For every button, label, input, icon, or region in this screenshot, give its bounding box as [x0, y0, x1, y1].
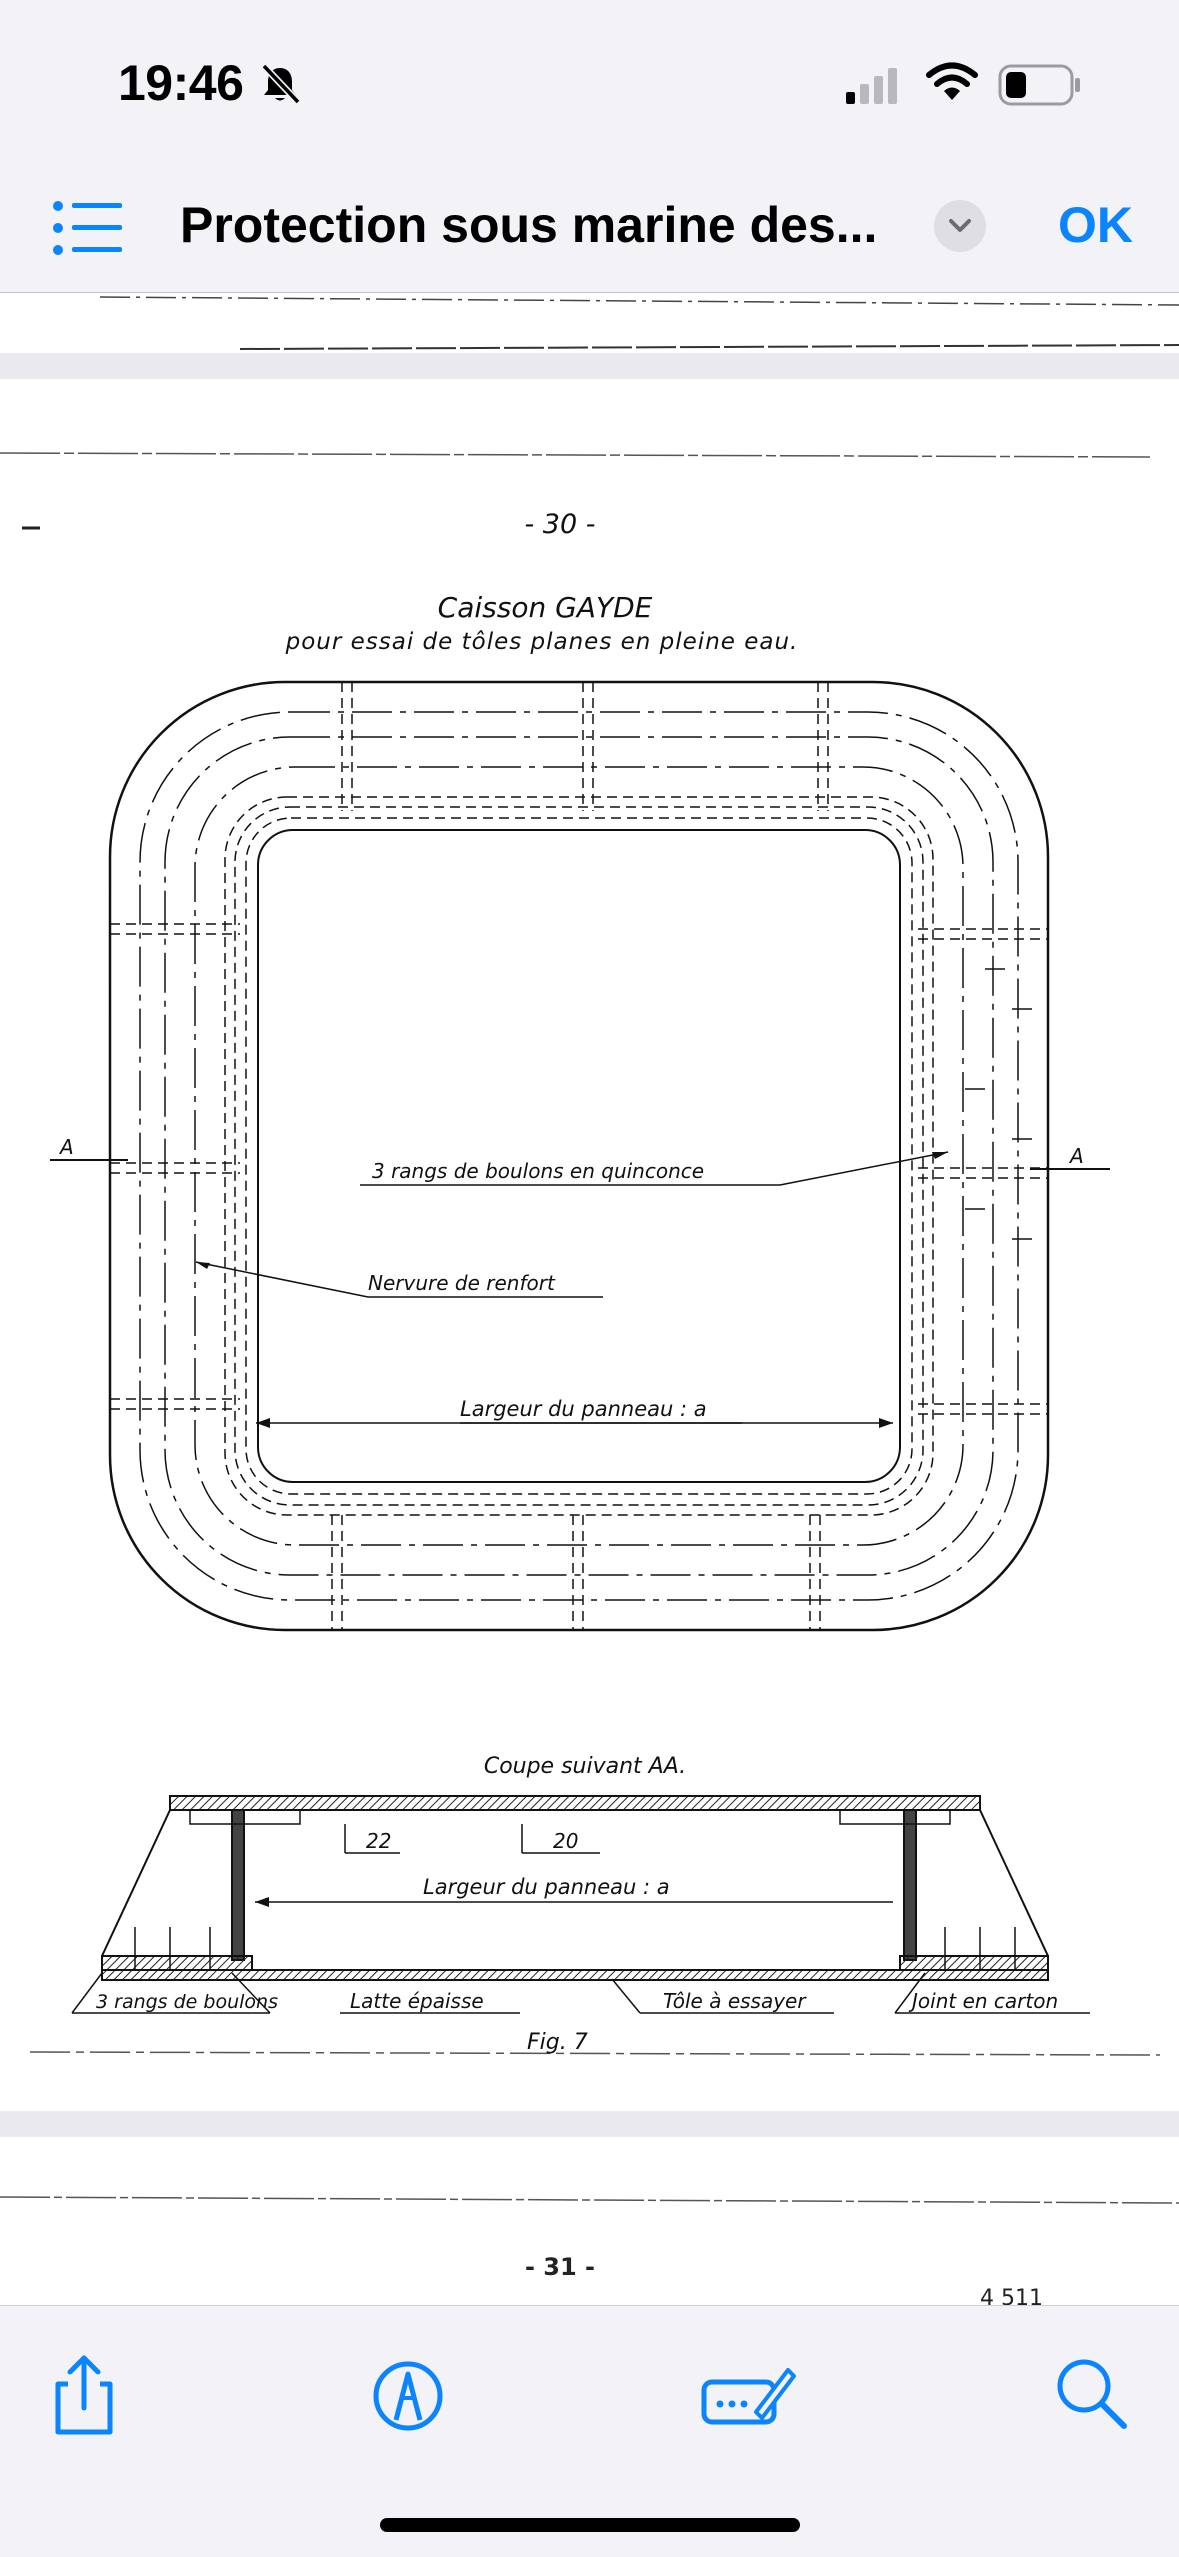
- previous-page: [0, 293, 1179, 353]
- navigation-bar: Protection sous marine des... OK: [0, 160, 1179, 293]
- document-title[interactable]: Protection sous marine des...: [180, 197, 878, 253]
- technical-drawing: - 30 - Caisson GAYDE pour essai de tôles…: [0, 452, 1161, 2056]
- caisson-plan-view: [50, 680, 1110, 1632]
- search-icon[interactable]: [1044, 2346, 1140, 2442]
- list-icon[interactable]: [52, 198, 132, 258]
- section-mark-left: A: [58, 1135, 74, 1159]
- chevron-down-icon: [949, 219, 971, 232]
- drawing-subtitle: pour essai de tôles planes en pleine eau…: [285, 629, 799, 655]
- joint-label: Joint en carton: [908, 1989, 1058, 2013]
- status-time: 19:46: [118, 55, 244, 111]
- status-bar: 19:46: [0, 0, 1179, 160]
- bolts-section-label: 3 rangs de boulons: [96, 1991, 278, 2013]
- next-page-corner: 4 511: [980, 2286, 1043, 2305]
- cellular-signal-icon: [846, 66, 902, 111]
- dimension-20: 20: [553, 1829, 578, 1853]
- section-title: Coupe suivant AA.: [484, 1754, 686, 1779]
- title-menu-button[interactable]: [934, 200, 986, 252]
- figure-caption: Fig. 7: [527, 2030, 588, 2055]
- drawing-title: Caisson GAYDE: [438, 591, 653, 624]
- pdf-page: - 30 - Caisson GAYDE pour essai de tôles…: [0, 379, 1179, 2111]
- signature-icon[interactable]: [700, 2346, 796, 2442]
- sheet-label: Tôle à essayer: [663, 1989, 807, 2013]
- rib-label: Nervure de renfort: [368, 1271, 556, 1295]
- bottom-toolbar: [0, 2305, 1179, 2557]
- markup-icon[interactable]: [360, 2346, 456, 2442]
- wifi-icon: [924, 60, 980, 109]
- home-indicator[interactable]: [380, 2518, 800, 2532]
- panel-width-label-top: Largeur du panneau : a: [460, 1397, 707, 1421]
- section-mark-right: A: [1068, 1144, 1084, 1168]
- share-icon[interactable]: [36, 2346, 132, 2442]
- next-page: - 31 - 4 511: [0, 2137, 1179, 2305]
- document-viewer[interactable]: - 30 - Caisson GAYDE pour essai de tôles…: [0, 293, 1179, 2305]
- next-page-number: - 31 -: [525, 2253, 595, 2281]
- done-button[interactable]: OK: [1058, 197, 1133, 253]
- battery-icon: [998, 64, 1082, 111]
- page-number: - 30 -: [524, 509, 595, 540]
- section-view: [71, 1795, 1090, 2014]
- lath-label: Latte épaisse: [350, 1989, 484, 2013]
- dimension-22: 22: [366, 1829, 391, 1853]
- bolts-label: 3 rangs de boulons en quinconce: [372, 1159, 704, 1183]
- bell-slash-icon: [258, 62, 302, 111]
- panel-width-label-section: Largeur du panneau : a: [423, 1875, 670, 1899]
